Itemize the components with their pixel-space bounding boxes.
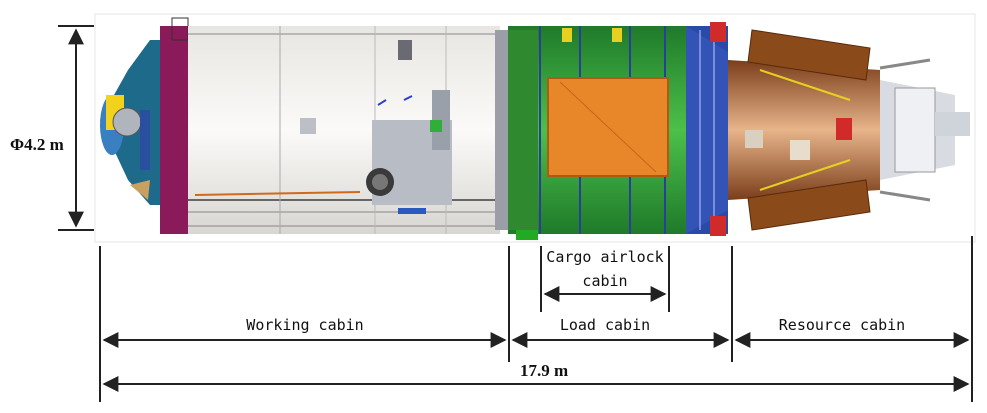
diameter-label: Φ4.2 m — [10, 135, 64, 154]
section-dimensions: Working cabin Load cabin Resource cabin … — [99, 236, 973, 402]
resource-cabin-body — [728, 29, 970, 231]
spacecraft-illustration — [94, 13, 976, 243]
transition-section — [686, 22, 728, 236]
total-length-label: 17.9 m — [520, 361, 568, 380]
working-cabin-body — [188, 26, 509, 234]
load-cabin-label: Load cabin — [560, 316, 650, 334]
working-cabin-label: Working cabin — [246, 316, 363, 334]
front-docking-assembly — [100, 40, 165, 205]
resource-cabin-label: Resource cabin — [779, 316, 905, 334]
diameter-dimension: Φ4.2 m — [8, 25, 94, 231]
airlock-label-line2: cabin — [582, 272, 627, 290]
load-cabin-body — [508, 26, 688, 240]
front-bulkhead — [160, 26, 190, 234]
airlock-label-line1: Cargo airlock — [546, 248, 663, 266]
